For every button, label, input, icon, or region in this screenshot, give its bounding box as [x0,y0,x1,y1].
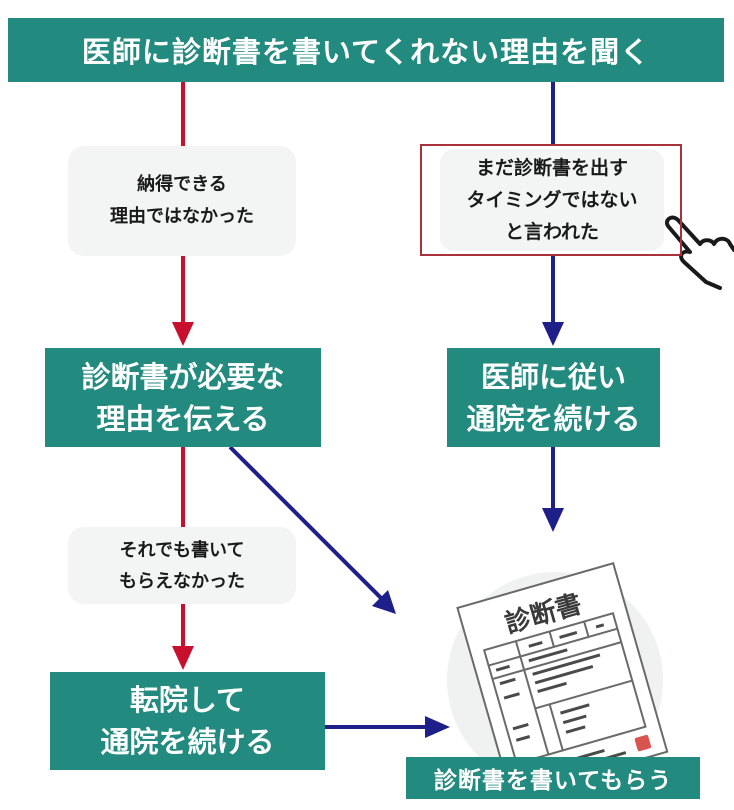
red-arrowhead-2 [172,646,194,670]
action-line: 診断書が必要な [81,359,285,394]
condition-line: 理由ではなかった [110,206,254,227]
action-follow-doctor: 医師に従い 通院を続ける [447,348,660,447]
condition-line: タイミングではない [466,189,638,211]
condition-not-timing: まだ診断書を出す タイミングではない と言われた [440,149,664,251]
page-title-text: 医師に診断書を書いてくれない理由を聞く [81,35,651,69]
red-arrowhead-1 [172,322,194,346]
document-stamp [634,734,652,752]
action-explain-need: 診断書が必要な 理由を伝える [45,348,321,447]
blue-arrowhead-1 [542,322,564,346]
action-line: 医師に従い [480,359,626,394]
condition-line: と言われた [504,221,600,243]
highlight-frame [420,144,682,256]
action-line: 転院して [129,683,246,717]
result-label-text: 診断書を書いてもらう [433,768,673,794]
action-line: 理由を伝える [96,401,270,436]
blue-horizontal-arrowhead [425,716,450,738]
page-title: 医師に診断書を書いてくれない理由を聞く [8,18,724,82]
result-label: 診断書を書いてもらう [406,757,700,799]
condition-line: もらえなかった [119,570,245,592]
condition-still-refused: それでも書いて もらえなかった [68,527,296,604]
action-transfer-hospital: 転院して 通院を続ける [50,672,325,770]
blue-arrowhead-2 [542,508,564,532]
condition-line: それでも書いて [119,539,245,561]
action-line: 通院を続ける [466,401,641,436]
blue-diagonal-arrowhead [372,590,396,614]
action-line: 通院を続ける [100,725,275,759]
condition-not-convincing: 納得できる 理由ではなかった [68,146,296,256]
blue-diagonal-connector [228,445,390,607]
medical-certificate-icon: 診断書 [447,562,669,798]
condition-line: まだ診断書を出す [475,157,628,179]
condition-line: 納得できる [137,174,227,195]
